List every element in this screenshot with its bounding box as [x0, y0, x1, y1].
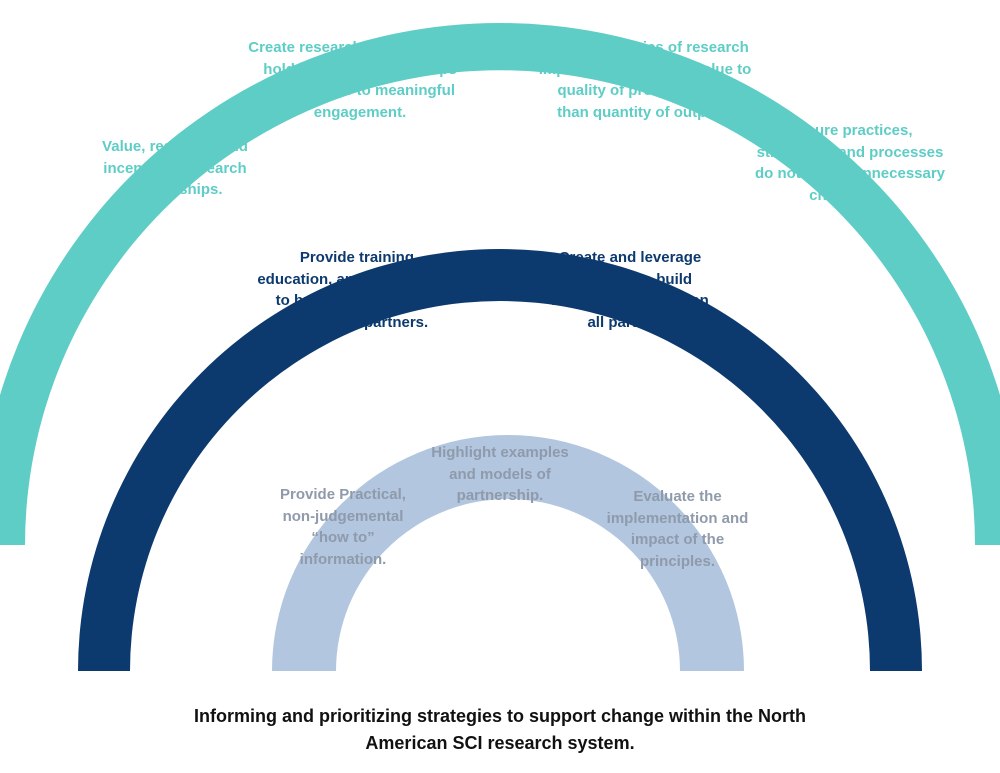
text-line: impact of the	[630, 531, 725, 548]
text-line: structures, and processes	[756, 143, 944, 161]
relational-item-2: Create and leverage networks to build re…	[525, 247, 735, 333]
text-line: Create and leverage	[558, 249, 702, 266]
text-line: partnerships.	[127, 181, 223, 198]
text-line: non-judgemental	[282, 507, 404, 525]
text-line: relationships between	[551, 292, 709, 309]
text-line: than quantity of outputs.	[557, 103, 733, 121]
text-line: engagement.	[313, 103, 407, 121]
text-line: networks to build	[567, 270, 693, 288]
text-line: Consider metrics of research	[541, 39, 749, 56]
text-line: partnership.	[456, 487, 544, 504]
text-line: challenges.	[809, 186, 891, 204]
text-line: incentivize research	[103, 159, 247, 177]
institutional-item-4: Ensure practices, structures, and proces…	[735, 120, 965, 206]
text-line: accountable to meaningful	[264, 82, 456, 99]
text-line: among all partners.	[289, 313, 429, 331]
individual-item-3: Evaluate the implementation and impact o…	[590, 486, 765, 572]
text-line: Highlight examples	[431, 444, 569, 461]
text-line: Provide Practical,	[280, 486, 406, 503]
individual-label: Individual	[405, 532, 596, 581]
institutional-item-3: Consider metrics of research impact and …	[515, 37, 775, 123]
text-line: and models of	[449, 465, 551, 483]
text-line: Ensure practices,	[787, 122, 913, 139]
text-line: to build relational skills	[275, 292, 443, 309]
text-line: “how to”	[311, 529, 375, 546]
relational-arc	[78, 249, 922, 671]
individual-arc-band	[272, 435, 744, 671]
text-line: Provide training,	[299, 249, 419, 266]
text-line: Create research processes that	[248, 39, 472, 56]
individual-item-1: Provide Practical, non-judgemental “how …	[258, 484, 428, 570]
text-line: impact and merit that value to	[538, 60, 752, 78]
text-line: all partners.	[587, 313, 673, 331]
caption-line: American SCI research system.	[365, 733, 635, 753]
institutional-item-2: Create research processes that hold rese…	[230, 37, 490, 123]
text-line: hold research partnerships	[263, 60, 457, 78]
text-line: do not create unnecessary	[754, 165, 946, 182]
text-line: quality of process rather	[557, 82, 733, 99]
text-line: Evaluate the	[633, 488, 722, 505]
text-line: information.	[299, 550, 387, 568]
text-line: implementation and	[606, 509, 749, 527]
figure-caption: Informing and prioritizing strategies to…	[0, 703, 1000, 757]
relational-item-1: Provide training, education, and certifi…	[238, 247, 480, 333]
institutional-item-1: Value, resource, and incentivize researc…	[80, 136, 270, 201]
text-line: principles.	[639, 552, 716, 570]
text-line: Value, resource, and	[102, 138, 248, 155]
text-line: education, and certifications	[257, 270, 461, 288]
individual-item-2: Highlight examples and models of partner…	[415, 442, 585, 507]
caption-line: Informing and prioritizing strategies to…	[194, 706, 806, 726]
